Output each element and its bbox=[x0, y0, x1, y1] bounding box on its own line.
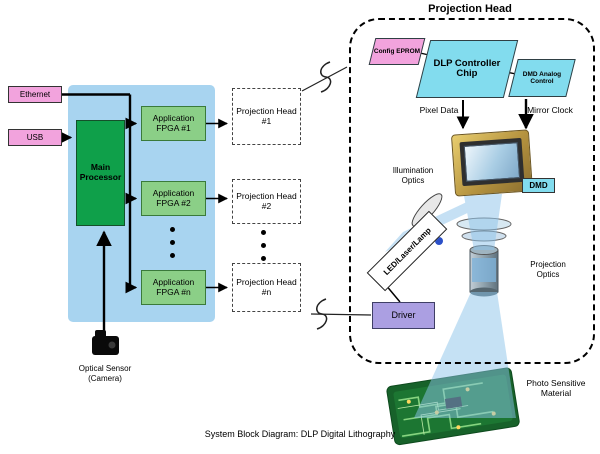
projection-head-n-box: Projection Head #n bbox=[232, 263, 301, 312]
mirror-clock-label: Mirror Clock bbox=[527, 105, 573, 115]
projection-head-2-label: Projection Head #2 bbox=[236, 190, 297, 211]
projection-head-n-label: Projection Head #n bbox=[236, 276, 297, 297]
dmd-mirror bbox=[463, 142, 521, 182]
projection-optics-label: Projection Optics bbox=[530, 260, 566, 279]
projection-head-1-box: Projection Head #1 bbox=[232, 88, 301, 145]
usb-label: USB bbox=[26, 132, 44, 142]
fpga-n-box: Application FPGA #n bbox=[141, 270, 206, 305]
camera-icon bbox=[92, 330, 119, 355]
dmd-label-box: DMD bbox=[522, 178, 555, 193]
dlp-controller-label: DLP Controller Chip bbox=[433, 57, 501, 79]
ethernet-box: Ethernet bbox=[8, 86, 62, 103]
ethernet-label: Ethernet bbox=[19, 89, 51, 99]
driver-box: Driver bbox=[372, 302, 435, 329]
fpga-1-label: Application FPGA #1 bbox=[152, 112, 195, 133]
projection-head-1-label: Projection Head #1 bbox=[236, 105, 297, 126]
optical-sensor-label: Optical Sensor (Camera) bbox=[78, 364, 132, 383]
config-eprom-box: Config EPROM bbox=[368, 38, 426, 65]
main-processor-box: Main Processor bbox=[76, 120, 125, 226]
fpga-2-box: Application FPGA #2 bbox=[141, 181, 206, 216]
dmd-label: DMD bbox=[529, 180, 548, 190]
projection-head-title: Projection Head bbox=[428, 3, 512, 15]
illumination-optics-label: Illumination Optics bbox=[392, 166, 434, 185]
continuation-squiggle bbox=[301, 61, 372, 330]
dmd-chip-image bbox=[450, 129, 534, 197]
fpga-n-label: Application FPGA #n bbox=[152, 276, 195, 297]
dlp-controller-box: DLP Controller Chip bbox=[415, 40, 519, 98]
usb-box: USB bbox=[8, 129, 62, 146]
dmd-analog-control-box: DMD Analog Control bbox=[508, 59, 576, 97]
vertical-ellipsis-icon bbox=[261, 230, 266, 261]
dmd-analog-control-label: DMD Analog Control bbox=[522, 70, 562, 85]
pixel-data-label: Pixel Data bbox=[419, 105, 459, 115]
main-processor-label: Main Processor bbox=[79, 162, 122, 182]
driver-label: Driver bbox=[391, 310, 416, 321]
photo-sensitive-material-label: Photo Sensitive Material bbox=[526, 378, 586, 399]
config-eprom-label: Config EPROM bbox=[373, 47, 421, 55]
fpga-2-label: Application FPGA #2 bbox=[152, 187, 195, 208]
projection-head-detail-box bbox=[349, 18, 595, 364]
controller-wires bbox=[60, 93, 228, 332]
vertical-ellipsis-icon bbox=[170, 227, 175, 258]
diagram-caption: System Block Diagram: DLP Digital Lithog… bbox=[204, 429, 396, 439]
fpga-1-box: Application FPGA #1 bbox=[141, 106, 206, 141]
projection-head-2-box: Projection Head #2 bbox=[232, 179, 301, 224]
